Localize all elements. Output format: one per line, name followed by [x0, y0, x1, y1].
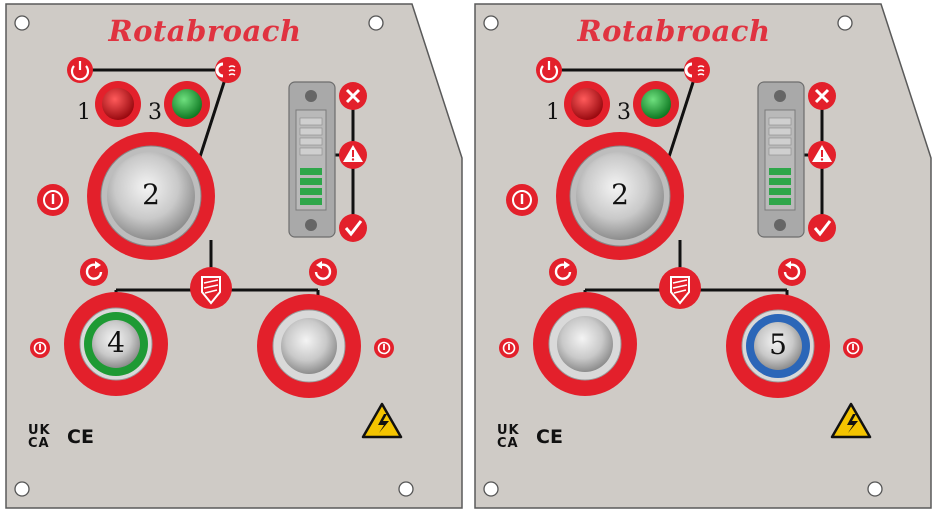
rotate-clockwise-icon [549, 258, 577, 286]
label-green-lamp: 3 [148, 100, 162, 125]
brand-logo: Rotabroach [108, 14, 302, 48]
level-indicator [757, 81, 805, 238]
standby-icon-small-left [499, 338, 519, 358]
rotate-counterclockwise-icon [309, 258, 337, 286]
standby-icon [506, 184, 538, 216]
screw-hole [14, 15, 30, 31]
label-main-button: 2 [142, 178, 160, 211]
drill-icon [190, 267, 232, 309]
close-icon [339, 82, 367, 110]
standby-icon-small-right [374, 338, 394, 358]
screw-hole [398, 481, 414, 497]
screw-hole [368, 15, 384, 31]
panel-plate [5, 3, 463, 509]
screw-hole [867, 481, 883, 497]
magnet-icon [684, 57, 710, 83]
label-selected-button: 4 [107, 326, 125, 359]
standby-icon-small-right [843, 338, 863, 358]
red-indicator-lamp [95, 81, 141, 127]
screw-hole [483, 15, 499, 31]
ce-mark: CE [536, 426, 563, 448]
green-indicator-lamp [164, 81, 210, 127]
power-icon [536, 57, 562, 83]
warning-icon [808, 141, 836, 169]
magnet-icon [215, 57, 241, 83]
power-icon [67, 57, 93, 83]
forward-button[interactable] [533, 292, 637, 396]
label-main-button: 2 [611, 178, 629, 211]
label-red-lamp: 1 [77, 100, 91, 125]
rotate-counterclockwise-icon [778, 258, 806, 286]
reverse-button[interactable] [726, 294, 830, 398]
close-icon [808, 82, 836, 110]
standby-icon-small-left [30, 338, 50, 358]
level-indicator [288, 81, 336, 238]
drill-icon [659, 267, 701, 309]
red-indicator-lamp [564, 81, 610, 127]
check-icon [339, 214, 367, 242]
label-selected-button: 5 [769, 328, 787, 361]
check-icon [808, 214, 836, 242]
rotate-clockwise-icon [80, 258, 108, 286]
reverse-button[interactable] [257, 294, 361, 398]
electric-hazard-icon [361, 402, 403, 439]
forward-button[interactable] [64, 292, 168, 396]
label-red-lamp: 1 [546, 100, 560, 125]
screw-hole [483, 481, 499, 497]
main-start-button[interactable] [556, 132, 684, 260]
screw-hole [14, 481, 30, 497]
standby-icon [37, 184, 69, 216]
panel-plate [474, 3, 932, 509]
warning-icon [339, 141, 367, 169]
electric-hazard-icon [830, 402, 872, 439]
ce-mark: CE [67, 426, 94, 448]
label-green-lamp: 3 [617, 100, 631, 125]
green-indicator-lamp [633, 81, 679, 127]
screw-hole [837, 15, 853, 31]
brand-logo: Rotabroach [577, 14, 771, 48]
main-start-button[interactable] [87, 132, 215, 260]
